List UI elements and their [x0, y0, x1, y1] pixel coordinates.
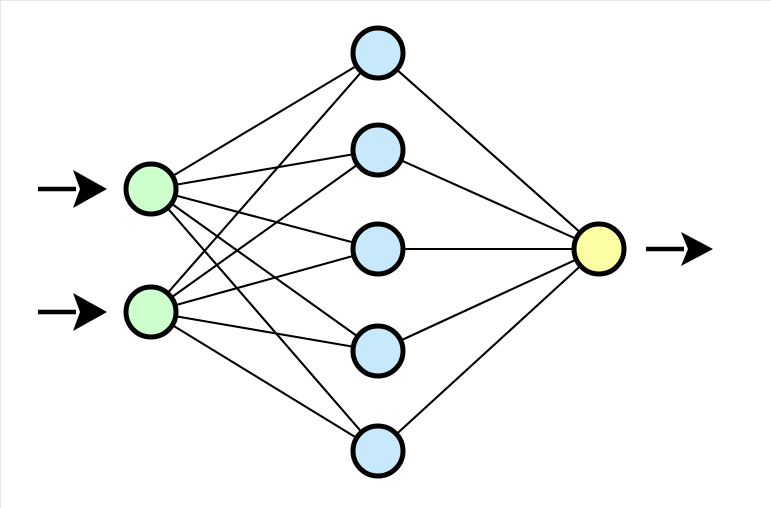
input-arrow-1-head-icon [73, 170, 107, 208]
edge-i1-to-h5 [167, 207, 362, 433]
input-arrow-2-head-icon [73, 293, 107, 331]
edge-i1-to-h1 [172, 65, 357, 177]
input-node-1[interactable] [123, 161, 179, 217]
output-node-1[interactable] [571, 221, 627, 277]
edge-i2-to-h5 [172, 324, 357, 439]
edge-i1-to-h2 [176, 153, 353, 186]
output-arrow-1-head-icon [681, 232, 713, 266]
input-node-2[interactable] [123, 284, 179, 340]
input-arrow-1 [38, 170, 107, 208]
output-arrow-1 [646, 232, 713, 266]
edge-h2-to-o1 [401, 159, 576, 240]
edge-i1-to-h3 [175, 194, 354, 244]
edge-i1-to-h4 [171, 203, 358, 337]
hidden-node-2[interactable] [350, 122, 406, 178]
edge-i2-to-h4 [176, 315, 353, 348]
nodes-group [123, 25, 627, 479]
edge-i2-to-h3 [175, 255, 354, 306]
hidden-node-3[interactable] [350, 221, 406, 277]
edge-h4-to-o1 [401, 259, 576, 341]
io-arrows-group [38, 170, 713, 331]
edges-group [167, 65, 581, 439]
edge-h5-to-o1 [396, 265, 581, 435]
hidden-node-1[interactable] [350, 25, 406, 81]
edge-i2-to-h1 [167, 71, 362, 294]
edge-i2-to-h2 [171, 164, 358, 298]
input-arrow-2 [38, 293, 107, 331]
hidden-node-5[interactable] [350, 423, 406, 479]
hidden-node-4[interactable] [350, 323, 406, 379]
edge-h1-to-o1 [396, 69, 581, 233]
